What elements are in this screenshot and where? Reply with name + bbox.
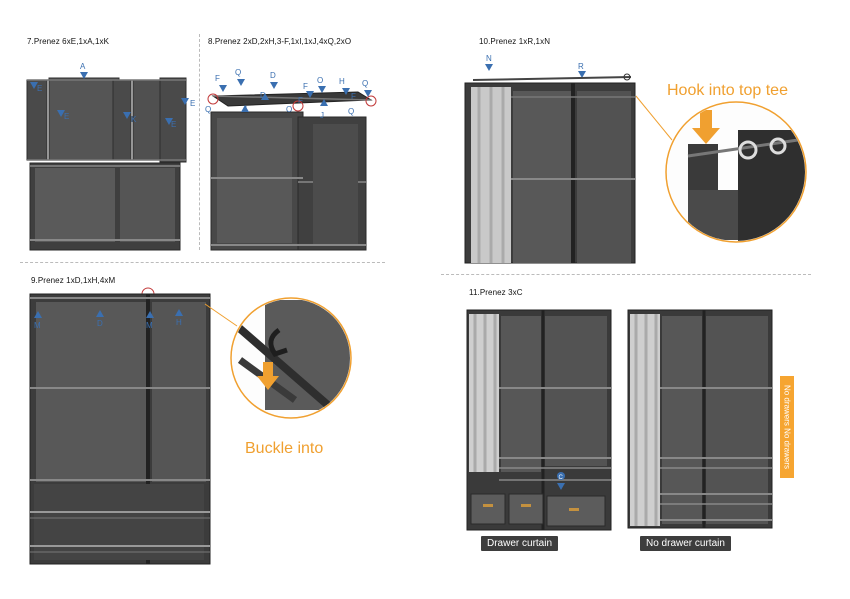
label-e3: E — [171, 120, 176, 129]
label-m1: M — [34, 321, 41, 330]
label-m2: M — [146, 321, 153, 330]
label-d: D — [97, 319, 103, 328]
marker-e2 — [57, 110, 65, 117]
label-q4: Q — [348, 107, 354, 116]
label-a: A — [80, 62, 86, 71]
marker-e1 — [30, 82, 38, 89]
label-d2: D — [260, 91, 266, 100]
label-f4: F — [298, 96, 303, 105]
step-9-zoom-callout — [204, 297, 352, 419]
step-9-illustration: M D M H — [29, 287, 211, 565]
marker-a — [80, 72, 88, 79]
label-q2: Q — [362, 79, 368, 88]
marker-k — [123, 112, 131, 119]
divider-vertical-top — [199, 34, 200, 250]
drawer-2 — [508, 493, 544, 525]
drawer-1 — [470, 493, 506, 525]
label-r: R — [578, 62, 584, 71]
step-11-title: 11.Prenez 3xC — [469, 288, 523, 297]
label-q3: Q — [205, 105, 211, 114]
label-o2: O — [286, 105, 292, 114]
label-q1: Q — [235, 68, 241, 77]
label-d: D — [270, 71, 276, 80]
no-drawers-badge: No drawers No drawers — [780, 376, 794, 478]
marker-e3 — [165, 118, 173, 125]
label-n: N — [486, 54, 492, 63]
step-9-title: 9.Prenez 1xD,1xH,4xM — [31, 276, 116, 285]
step-7-illustration: E A E K E E — [26, 62, 195, 251]
no-drawer-curtain-tag: No drawer curtain — [640, 536, 731, 551]
step-10-zoom-callout — [635, 95, 807, 243]
step-11-wardrobe-with-drawers: C — [466, 309, 612, 531]
buckle-into-caption: Buckle into — [245, 440, 324, 457]
label-h: H — [176, 318, 182, 327]
step-8-illustration: F Q D D F O H Q F Q J O J Q F — [205, 68, 377, 251]
hook-into-top-tee-caption: Hook into top tee — [667, 82, 788, 99]
drawer-curtain-tag: Drawer curtain — [481, 536, 559, 551]
marker-e4 — [181, 98, 189, 105]
label-o1: O — [317, 76, 323, 85]
label-j: J — [243, 105, 247, 114]
label-e2: E — [64, 112, 69, 121]
label-k: K — [131, 115, 137, 124]
divider-horizontal-right — [441, 274, 811, 275]
step-8-title: 8.Prenez 2xD,2xH,3-F,1xI,1xJ,4xQ,2xO — [208, 37, 352, 46]
label-e1: E — [37, 84, 42, 93]
label-f3: F — [303, 82, 308, 91]
step-11-wardrobe-no-drawers — [627, 309, 773, 529]
step-10-title: 10.Prenez 1xR,1xN — [479, 37, 551, 46]
label-c: C — [559, 475, 564, 481]
label-j2: J — [320, 111, 324, 120]
divider-horizontal-left — [20, 262, 385, 263]
label-f1: F — [215, 74, 220, 83]
step-7-title: 7.Prenez 6xE,1xA,1xK — [27, 37, 110, 46]
label-f2: F — [351, 92, 356, 101]
label-e4: E — [190, 99, 195, 108]
step-10-illustration: N R — [464, 54, 636, 264]
label-h: H — [339, 77, 345, 86]
